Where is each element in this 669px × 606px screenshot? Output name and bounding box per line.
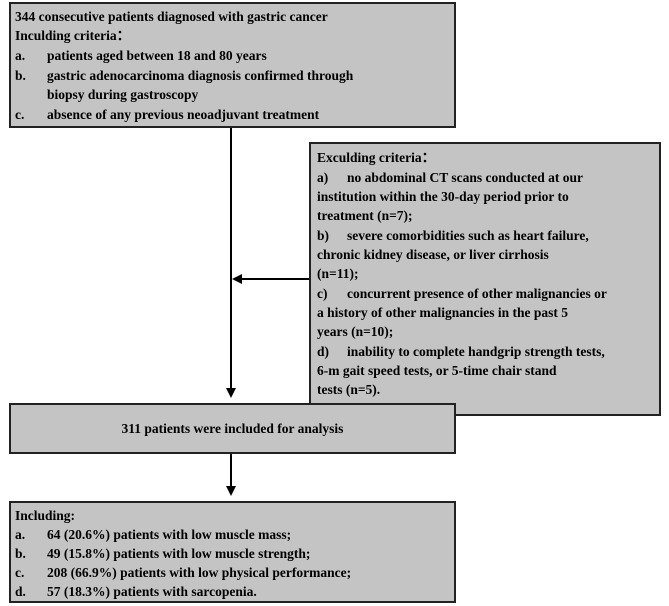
outcome-marker-b: b. xyxy=(15,546,26,561)
inclusion-marker-c: c. xyxy=(15,107,25,122)
exclusion-marker-c: c) xyxy=(317,286,328,301)
analysis-box: 311 patients were included for analysis xyxy=(9,403,456,454)
outcomes-box: Including: a. 64 (20.6%) patients with l… xyxy=(9,501,456,603)
exclusion-item-b-line3: (n=11); xyxy=(317,266,359,281)
exclusion-item-a-line1: no abdominal CT scans conducted at our xyxy=(347,170,584,185)
exclusion-box: Exculding criteria： a) no abdominal CT s… xyxy=(309,142,661,416)
enrollment-title: 344 consecutive patients diagnosed with … xyxy=(15,9,328,24)
exclusion-item-c-line1: concurrent presence of other malignancie… xyxy=(347,286,607,301)
outcome-item-b: 49 (15.8%) patients with low muscle stre… xyxy=(47,546,311,561)
inclusion-criteria-heading: Inculding criteria： xyxy=(15,28,131,43)
exclusion-item-a-line3: treatment (n=7); xyxy=(317,208,413,223)
exclusion-item-d-line2: 6-m gait speed tests, or 5-time chair st… xyxy=(317,363,557,378)
inclusion-item-a: patients aged between 18 and 80 years xyxy=(47,48,267,63)
exclusion-item-c-line3: years (n=10); xyxy=(317,324,394,339)
enrollment-box: 344 consecutive patients diagnosed with … xyxy=(9,2,456,128)
outcome-item-d: 57 (18.3%) patients with sarcopenia. xyxy=(47,584,257,599)
inclusion-item-b-line2: biopsy during gastroscopy xyxy=(47,87,199,102)
exclusion-item-d-line1: inability to complete handgrip strength … xyxy=(347,344,605,359)
exclusion-item-d-line3: tests (n=5). xyxy=(317,382,381,397)
exclusion-marker-d: d) xyxy=(317,344,330,359)
exclusion-marker-b: b) xyxy=(317,228,330,243)
inclusion-item-b-line1: gastric adenocarcinoma diagnosis confirm… xyxy=(47,68,354,83)
outcome-item-a: 64 (20.6%) patients with low muscle mass… xyxy=(47,527,292,542)
outcomes-heading: Including: xyxy=(15,508,76,523)
exclusion-item-c-line2: a history of other malignancies in the p… xyxy=(317,305,569,320)
exclusion-criteria-heading: Exculding criteria： xyxy=(317,150,436,165)
outcome-marker-c: c. xyxy=(15,565,25,580)
inclusion-marker-a: a. xyxy=(15,48,26,63)
analysis-text: 311 patients were included for analysis xyxy=(121,421,344,436)
inclusion-item-c: absence of any previous neoadjuvant trea… xyxy=(47,107,320,122)
inclusion-marker-b: b. xyxy=(15,68,26,83)
exclusion-item-a-line2: institution within the 30-day period pri… xyxy=(317,189,569,204)
exclusion-item-b-line2: chronic kidney disease, or liver cirrhos… xyxy=(317,247,549,262)
exclusion-item-b-line1: severe comorbidities such as heart failu… xyxy=(347,228,589,243)
outcome-marker-d: d. xyxy=(15,584,26,599)
outcome-item-c: 208 (66.9%) patients with low physical p… xyxy=(47,565,352,580)
outcome-marker-a: a. xyxy=(15,527,26,542)
exclusion-marker-a: a) xyxy=(317,170,329,185)
